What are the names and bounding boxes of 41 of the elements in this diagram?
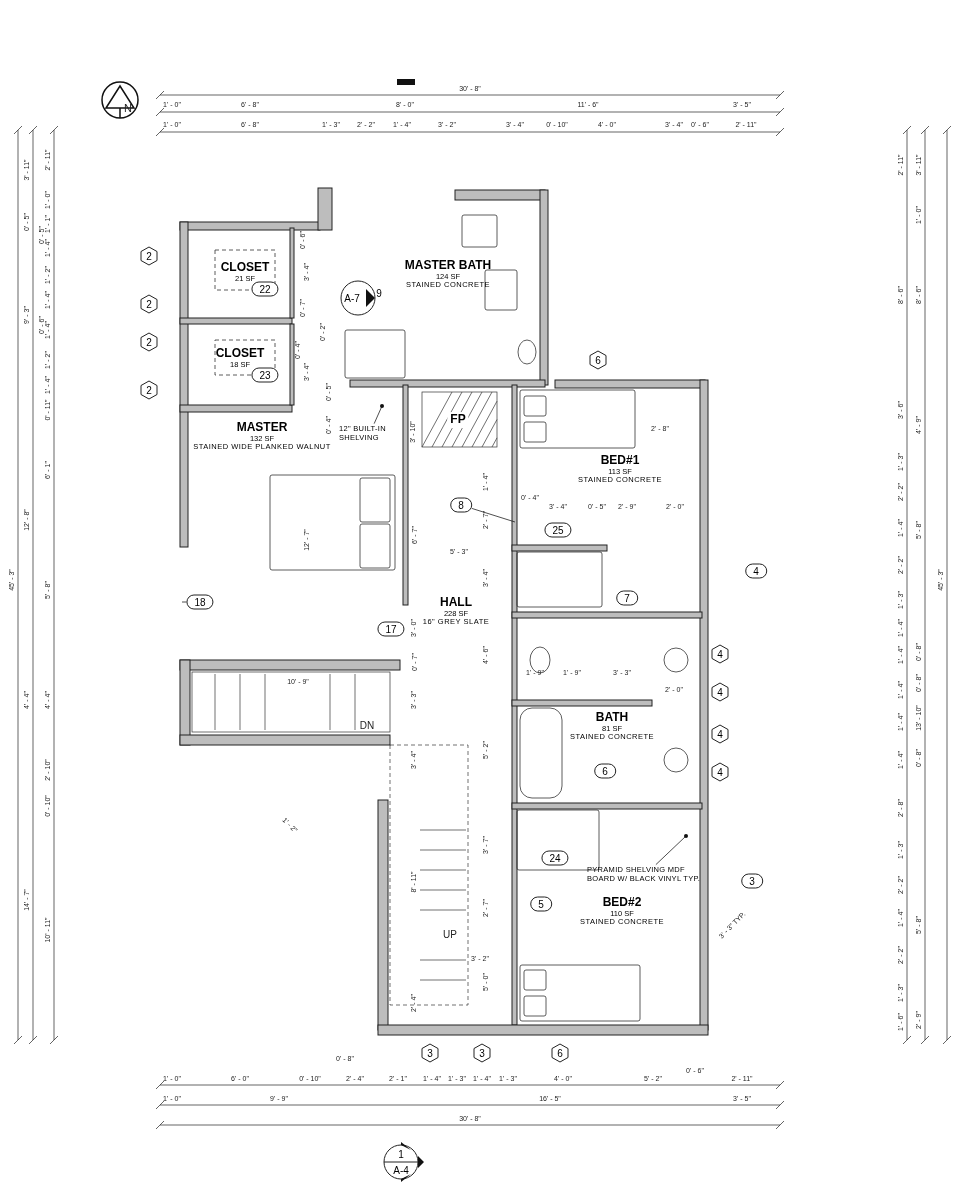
oval-tag: 4: [745, 563, 767, 579]
oval-tag: 7: [616, 590, 638, 606]
hexagon-tag: 4: [710, 762, 730, 782]
sheet-number: A-4: [393, 1164, 409, 1176]
room-name: BED#1: [600, 454, 640, 469]
hexagon-tag: 4: [710, 724, 730, 744]
detail-number: 1: [398, 1148, 404, 1160]
room-name: FP: [450, 413, 466, 427]
hexagon-tag: 3: [472, 1043, 492, 1063]
oval-tag: 17: [377, 621, 405, 637]
leader-line: [181, 601, 187, 603]
detail-number: 9: [376, 287, 382, 299]
oval-tag: 3: [741, 873, 763, 889]
hexagon-tag: 2: [139, 380, 159, 400]
oval-tag: 24: [541, 850, 569, 866]
stair-direction-text: DN: [359, 721, 375, 731]
oval-tag: 23: [251, 367, 279, 383]
room-name: HALL: [440, 596, 472, 611]
hexagon-tag: 4: [710, 682, 730, 702]
oval-tag: 8: [450, 497, 472, 513]
leader-line: [471, 508, 516, 523]
oval-tag: 5: [530, 896, 552, 912]
hexagon-tag: 2: [139, 332, 159, 352]
hexagon-tag: 6: [550, 1043, 570, 1063]
oval-tag: 22: [251, 281, 279, 297]
sheet-number: A-7: [344, 292, 360, 304]
hexagon-tag: 2: [139, 294, 159, 314]
room-name: BATH: [595, 711, 629, 726]
room-name: CLOSET: [215, 346, 265, 361]
hexagon-tag: 6: [588, 350, 608, 370]
room-name: CLOSET: [220, 260, 270, 275]
stair-direction-text: UP: [443, 930, 457, 940]
room-name: MASTER: [236, 421, 288, 436]
hexagon-tag: 4: [710, 644, 730, 664]
hexagon-tag: 2: [139, 246, 159, 266]
room-name: MASTER BATH: [404, 259, 492, 274]
oval-tag: 18: [186, 594, 214, 610]
room-name: BED#2: [602, 896, 642, 911]
oval-tag: 6: [594, 763, 616, 779]
hexagon-tag: 3: [420, 1043, 440, 1063]
oval-tag: 25: [544, 522, 572, 538]
